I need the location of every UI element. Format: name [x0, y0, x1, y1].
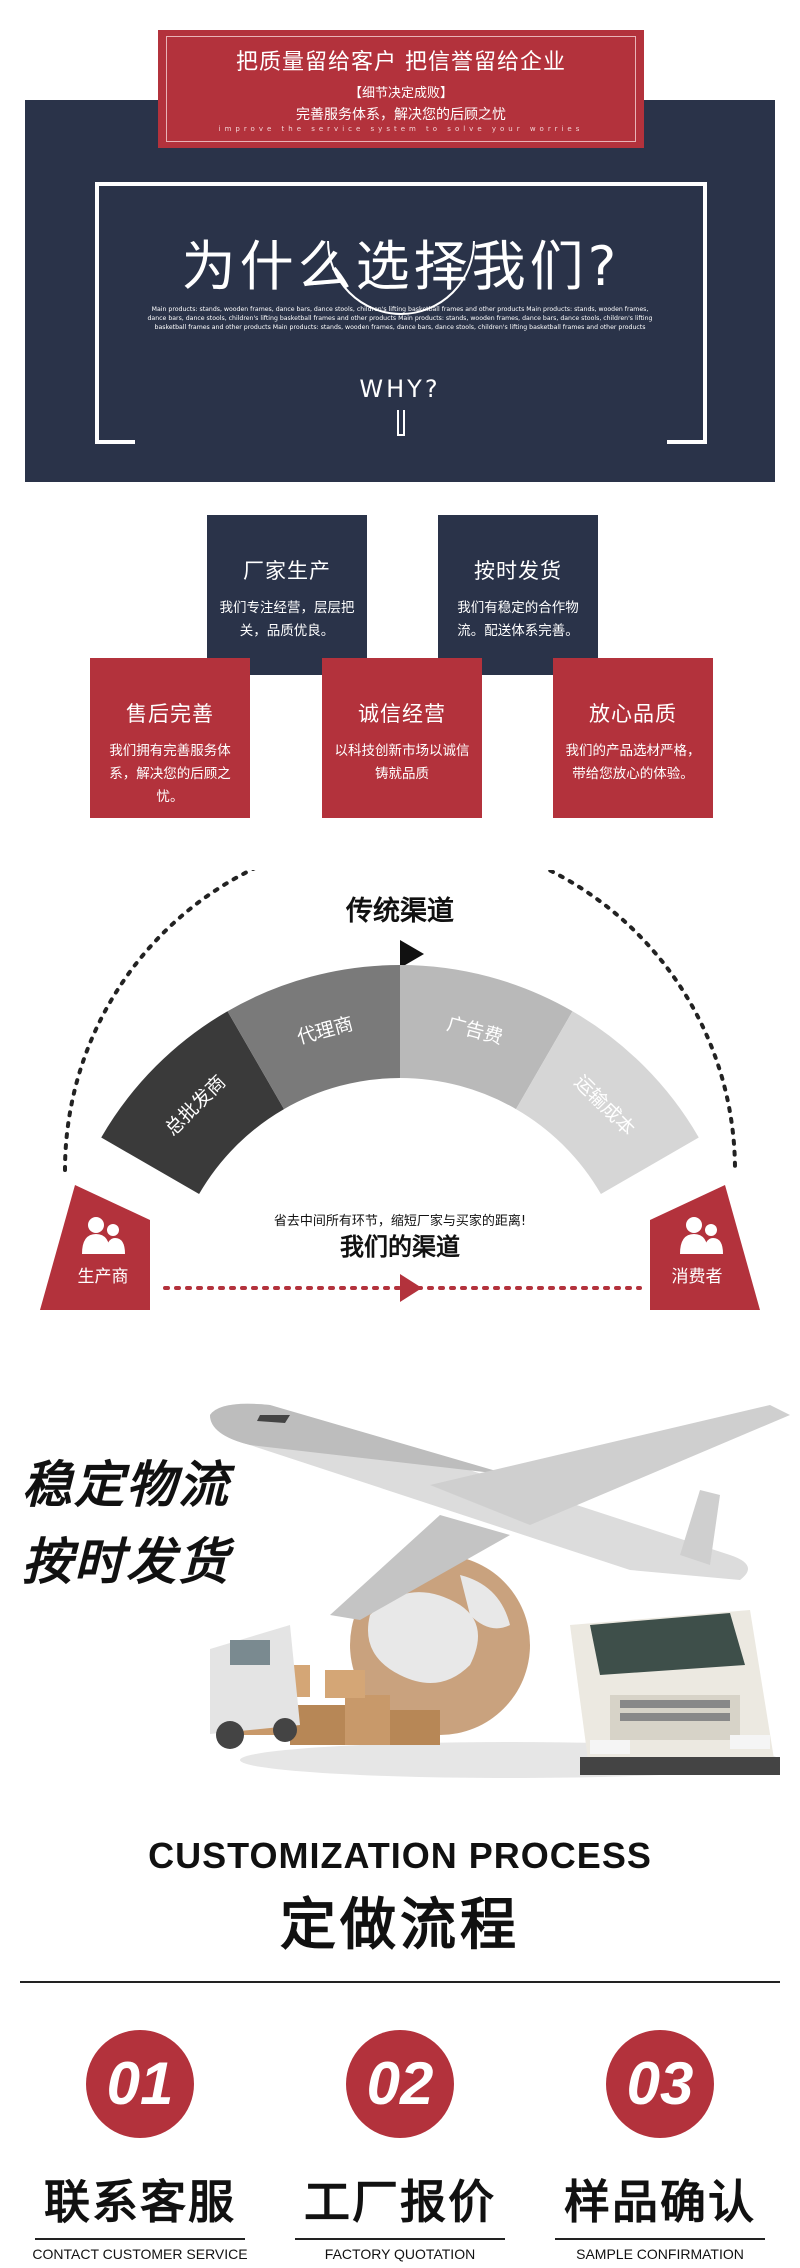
- traditional-path: [63, 870, 737, 1172]
- feature-desc: 我们有稳定的合作物流。配送体系完善。: [457, 600, 579, 639]
- van-icon: [210, 1625, 300, 1749]
- quality-banner: [158, 30, 644, 148]
- step-subtitle: CONTACT CUSTOMER SERVICE: [32, 2246, 248, 2262]
- channel-subtitle: 省去中间所有环节，缩短厂家与买家的距离!: [274, 1213, 526, 1229]
- banner-border: [166, 36, 636, 142]
- step-title: 样品确认: [564, 2175, 756, 2229]
- feature-factory: 厂家生产 我们专注经营，层层把关，品质优良。: [207, 515, 367, 675]
- divider: [20, 1981, 780, 1983]
- ring-segments: 总批发商代理商广告费运输成本: [101, 965, 699, 1194]
- frame-corner: [95, 440, 135, 444]
- feature-title: 售后完善: [126, 702, 214, 726]
- ring-segment: [516, 1011, 699, 1194]
- why-bar: [397, 410, 405, 436]
- step-divider: [555, 2238, 765, 2240]
- feature-quality: 放心品质 我们的产品选材严格，带给您放心的体验。: [553, 658, 713, 818]
- feature-desc: 以科技创新市场以诚信铸就品质: [334, 743, 470, 782]
- arrow-icon: [400, 1274, 422, 1302]
- channel-diagram: 传统渠道 总批发商代理商广告费运输成本 生产商 消费者 省去中间所有环节，缩短厂…: [40, 870, 760, 1310]
- banner-title: 把质量留给客户 把信誉留给企业: [236, 50, 566, 75]
- arrow-icon: [400, 940, 424, 968]
- traditional-label: 传统渠道: [345, 895, 454, 927]
- frame-corner: [667, 440, 707, 444]
- step-number: 03: [606, 2030, 714, 2138]
- feature-title: 放心品质: [589, 702, 677, 726]
- process-step: 02 工厂报价 FACTORY QUOTATION: [290, 2030, 510, 2262]
- feature-title: 诚信经营: [358, 702, 446, 726]
- process-step: 01 联系客服 CONTACT CUSTOMER SERVICE: [30, 2030, 250, 2262]
- banner-english: improve the service system to solve your…: [218, 125, 584, 133]
- step-title: 联系客服: [44, 2175, 236, 2229]
- process-step: 03 样品确认 SAMPLE CONFIRMATION: [550, 2030, 770, 2262]
- consumer-icon: [680, 1217, 723, 1254]
- feature-desc: 我们拥有完善服务体系，解决您的后顾之忧。: [109, 743, 231, 805]
- truck-icon: [570, 1610, 780, 1775]
- ring-segment: [101, 1011, 284, 1194]
- ring-segment: [227, 965, 400, 1110]
- feature-aftersales: 售后完善 我们拥有完善服务体系，解决您的后顾之忧。: [90, 658, 250, 818]
- step-title: 工厂报价: [304, 2175, 496, 2229]
- logistics-line2: 按时发货: [22, 1532, 230, 1591]
- feature-desc: 我们专注经营，层层把关，品质优良。: [219, 600, 355, 639]
- feature-delivery: 按时发货 我们有稳定的合作物流。配送体系完善。: [438, 515, 598, 675]
- banner-subtitle: 【细节决定成败】: [348, 86, 453, 101]
- products-fine-print: Main products: stands, wooden frames, da…: [147, 306, 653, 331]
- producer-icon: [82, 1217, 125, 1254]
- why-us-panel: [25, 100, 775, 482]
- feature-integrity: 诚信经营 以科技创新市场以诚信铸就品质: [322, 658, 482, 818]
- logistics-line1: 稳定物流: [22, 1455, 230, 1514]
- feature-desc: 我们的产品选材严格，带给您放心的体验。: [565, 743, 701, 782]
- step-subtitle: FACTORY QUOTATION: [324, 2246, 476, 2262]
- consumer-label: 消费者: [672, 1267, 723, 1287]
- ring-segment: [400, 965, 573, 1110]
- step-divider: [295, 2238, 505, 2240]
- banner-text: 完善服务体系，解决您的后顾之忧: [296, 107, 506, 123]
- feature-title: 厂家生产: [243, 559, 331, 583]
- producer-label: 生产商: [78, 1267, 129, 1287]
- step-number: 01: [86, 2030, 194, 2138]
- process-title-cn: 定做流程: [280, 1893, 520, 1958]
- airplane-icon: [210, 1403, 790, 1620]
- our-channel-label: 我们的渠道: [340, 1233, 460, 1261]
- feature-title: 按时发货: [474, 559, 562, 583]
- step-subtitle: SAMPLE CONFIRMATION: [576, 2246, 744, 2262]
- step-divider: [35, 2238, 245, 2240]
- logistics-illustration: [210, 1403, 790, 1778]
- decorative-arc: [327, 240, 475, 315]
- why-choose-title: 为什么选择我们?: [181, 235, 621, 298]
- why-label: WHY?: [359, 375, 441, 403]
- step-number: 02: [346, 2030, 454, 2138]
- process-title-en: CUSTOMIZATION PROCESS: [148, 1835, 652, 1876]
- title-frame: [95, 182, 707, 444]
